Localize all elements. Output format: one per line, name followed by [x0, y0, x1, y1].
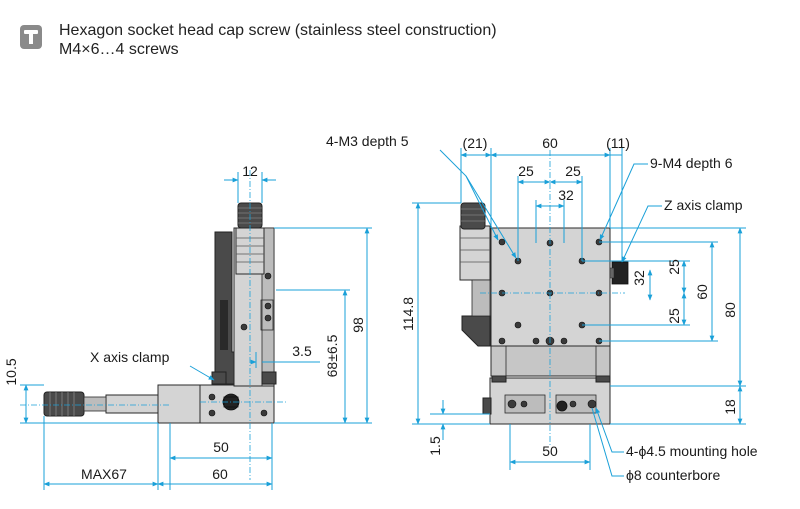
front-dim-32-side: 32	[631, 270, 647, 286]
front-label-mount-2: ϕ8 counterbore	[626, 467, 720, 483]
front-dim-80: 80	[722, 302, 738, 318]
side-dim-98: 98	[350, 317, 366, 333]
front-dim-60-top: 60	[542, 135, 558, 151]
side-dim-max67: MAX67	[81, 466, 127, 482]
front-label-mount-1: 4-ϕ4.5 mounting hole	[626, 443, 758, 459]
side-foot-left	[211, 371, 227, 385]
side-dim-10-5: 10.5	[3, 358, 19, 385]
header-line-2: M4×6…4 screws	[59, 41, 179, 58]
front-dim-114-8: 114.8	[400, 297, 416, 331]
front-dim-25-c: 25	[666, 259, 682, 275]
front-dim-11: (11)	[606, 135, 630, 151]
front-z-clamp-knob	[611, 261, 629, 285]
front-bracket	[461, 315, 491, 347]
front-dim-50-bottom: 50	[542, 443, 558, 459]
front-label-m4: 9-M4 depth 6	[650, 155, 733, 171]
front-dim-25-d: 25	[666, 308, 682, 324]
side-dim-50: 50	[213, 439, 229, 455]
front-label-m3: 4-M3 depth 5	[326, 133, 409, 149]
screw-icon	[20, 25, 42, 49]
front-dim-18: 18	[722, 399, 738, 415]
side-label-x-clamp: X axis clamp	[90, 349, 170, 365]
front-micrometer-body	[459, 225, 491, 281]
header-line-1: Hexagon socket head cap screw (stainless…	[59, 22, 497, 39]
front-dim-21: (21)	[463, 135, 488, 151]
side-dim-60: 60	[212, 466, 228, 482]
front-dim-25-b: 25	[565, 163, 581, 179]
side-view: 12 98 68±6.5 3.5 10.5 50 MAX67 60 X	[3, 163, 372, 490]
front-view: (21) 60 (11) 25 25 32 32 25 25 60 80 1	[326, 133, 758, 483]
front-dim-1-5: 1.5	[427, 436, 443, 456]
side-dim-3-5: 3.5	[292, 343, 312, 359]
front-dim-60-side: 60	[694, 284, 710, 300]
side-dim-68: 68±6.5	[324, 334, 340, 377]
front-dim-25-a: 25	[518, 163, 534, 179]
side-dim-12: 12	[242, 163, 258, 179]
side-foot-right	[261, 371, 277, 385]
front-label-z-clamp: Z axis clamp	[664, 197, 743, 213]
front-micrometer-knob	[460, 202, 486, 230]
side-x-micrometer	[105, 394, 159, 414]
front-dim-32-top: 32	[558, 187, 574, 203]
